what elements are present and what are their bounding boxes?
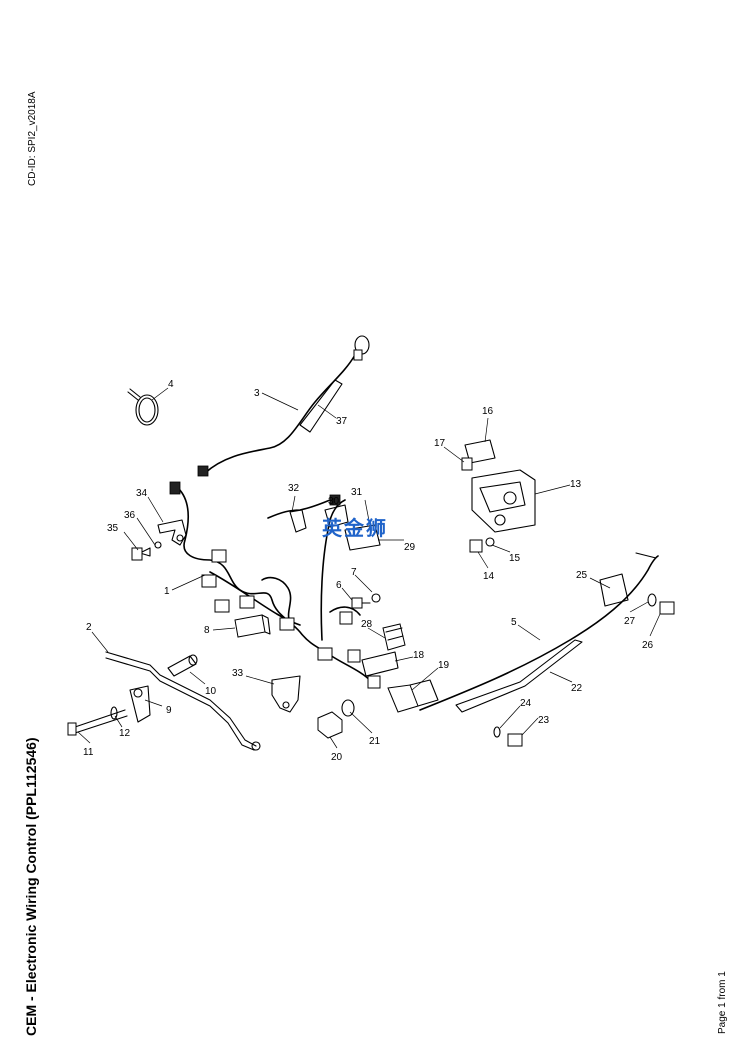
leader-lines [77, 387, 661, 749]
sleeve [167, 654, 198, 677]
bolt-washer-pair [351, 593, 381, 609]
relay-block [382, 623, 406, 651]
callout-31: 31 [351, 487, 363, 498]
plug-connector [387, 679, 439, 713]
bolt-assembly [67, 685, 151, 736]
callout-22: 22 [571, 683, 583, 694]
callout-37: 37 [336, 416, 348, 427]
small-bracket [361, 651, 399, 677]
bolts-right [493, 593, 675, 747]
callout-23: 23 [538, 715, 550, 726]
callout-9: 9 [166, 705, 172, 716]
callout-29: 29 [404, 542, 416, 553]
callout-34: 34 [136, 488, 148, 499]
callout-27: 27 [624, 616, 636, 627]
large-bolt [317, 699, 355, 739]
long-bracket [105, 651, 261, 751]
callout-15: 15 [509, 553, 521, 564]
watermark: 英金狮 [322, 516, 388, 540]
callout-6: 6 [336, 580, 342, 591]
callout-12: 12 [119, 728, 131, 739]
callout-10: 10 [205, 686, 217, 697]
callout-26: 26 [642, 640, 654, 651]
callout-4: 4 [168, 379, 174, 390]
callout-33: 33 [232, 668, 244, 679]
right-bracket-assembly [461, 439, 536, 553]
callout-11: 11 [83, 747, 94, 758]
callout-20: 20 [331, 752, 343, 763]
main-harness [169, 481, 381, 689]
long-rods-right [419, 552, 659, 713]
callout-18: 18 [413, 650, 425, 661]
callout-7: 7 [351, 567, 357, 578]
mounting-plate [271, 675, 301, 713]
callout-14: 14 [483, 571, 495, 582]
cable-tie [127, 388, 159, 426]
callout-30: 30 [328, 496, 340, 507]
callout-28: 28 [361, 619, 373, 630]
connector-block [234, 614, 271, 638]
callout-2: 2 [86, 622, 92, 633]
callout-21: 21 [369, 736, 381, 747]
sensor-bracket [267, 494, 381, 551]
left-bracket [131, 519, 187, 561]
callout-8: 8 [204, 625, 210, 636]
callout-24: 24 [520, 698, 532, 709]
callout-3: 3 [254, 388, 260, 399]
callout-16: 16 [482, 406, 494, 417]
callout-25: 25 [576, 570, 588, 581]
callout-17: 17 [434, 438, 446, 449]
callout-labels: 1 2 3 4 5 6 7 8 9 10 11 12 13 14 15 16 1… [83, 379, 654, 763]
callout-36: 36 [124, 510, 136, 521]
callout-19: 19 [438, 660, 450, 671]
callout-35: 35 [107, 523, 119, 534]
callout-1: 1 [164, 586, 170, 597]
callout-32: 32 [288, 483, 300, 494]
callout-5: 5 [511, 617, 517, 628]
callout-13: 13 [570, 479, 582, 490]
upper-harness-branch [197, 335, 370, 477]
